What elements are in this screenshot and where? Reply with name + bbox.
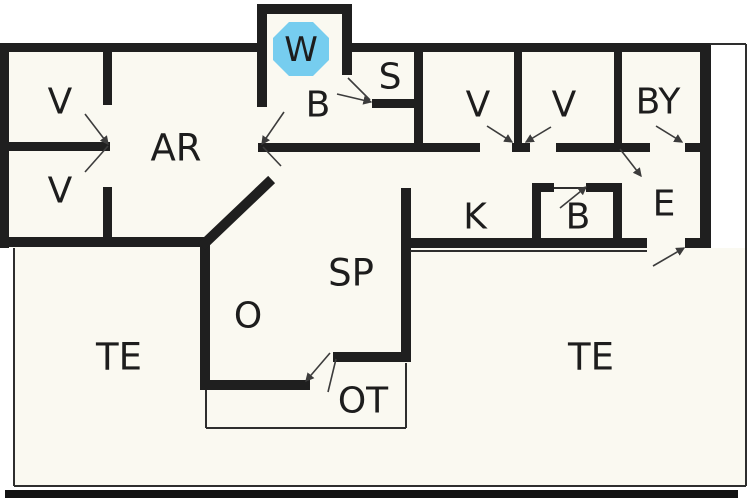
room-label-b-small: B xyxy=(566,197,591,238)
wall xyxy=(401,188,411,362)
door-swing-line xyxy=(305,352,331,383)
room-label-s: S xyxy=(379,57,402,98)
room-label-ar: AR xyxy=(150,127,201,170)
wall xyxy=(257,4,352,14)
room-label-w: W xyxy=(284,30,318,70)
room-label-by: BY xyxy=(636,82,682,123)
wall xyxy=(257,4,267,107)
wall xyxy=(103,52,112,105)
door-swing-line xyxy=(559,186,588,209)
door-swing-line xyxy=(486,125,514,143)
wall-diagonal xyxy=(197,175,276,251)
door-swing-line xyxy=(619,148,642,178)
wall xyxy=(0,43,258,52)
wall xyxy=(414,52,423,152)
wall xyxy=(685,143,700,152)
floorplan-layers: W V V AR B S V V BY K B E SP O OT TE TE xyxy=(0,4,747,498)
room-label-e: E xyxy=(653,184,676,225)
room-label-o: O xyxy=(234,296,262,337)
wall xyxy=(342,4,352,75)
door-swing-line xyxy=(84,113,109,146)
room-label-v2: V xyxy=(48,171,73,212)
door-swing-line xyxy=(327,358,337,393)
wall xyxy=(614,52,622,152)
wall xyxy=(0,43,9,248)
wall xyxy=(700,43,711,248)
wall xyxy=(0,237,210,247)
wall xyxy=(9,142,110,151)
bottom-border-bar xyxy=(5,490,738,498)
room-label-te-left: TE xyxy=(95,336,142,379)
door-swing-line xyxy=(652,247,686,267)
wall xyxy=(352,43,711,52)
room-label-v4: V xyxy=(552,85,577,126)
door-swing-line xyxy=(262,146,282,167)
door-swing-line xyxy=(336,93,373,105)
room-label-sp: SP xyxy=(328,252,374,295)
wall xyxy=(372,99,418,108)
wall xyxy=(532,183,541,240)
wall xyxy=(200,243,210,390)
door-swing-line xyxy=(84,145,109,173)
stove-octagon-icon xyxy=(273,22,329,76)
wall xyxy=(613,183,622,240)
door-swing-line xyxy=(347,77,371,101)
wall xyxy=(402,238,647,248)
wall xyxy=(685,238,710,248)
floor-area xyxy=(14,248,746,486)
wall xyxy=(258,143,480,152)
room-label-v3: V xyxy=(466,85,491,126)
room-label-v1: V xyxy=(48,82,73,123)
wall xyxy=(333,352,410,362)
wall xyxy=(556,143,650,152)
wall xyxy=(200,380,310,390)
room-label-ot: OT xyxy=(338,381,389,422)
room-label-te-right: TE xyxy=(567,336,614,379)
wall xyxy=(532,183,554,192)
door-swing-line xyxy=(261,111,285,146)
wall xyxy=(514,52,522,152)
room-label-k: K xyxy=(463,197,488,238)
room-label-b-bath: B xyxy=(306,85,331,126)
wall xyxy=(103,187,112,237)
door-swing-line xyxy=(524,126,552,143)
wall xyxy=(586,183,622,192)
door-swing-line xyxy=(655,125,684,143)
